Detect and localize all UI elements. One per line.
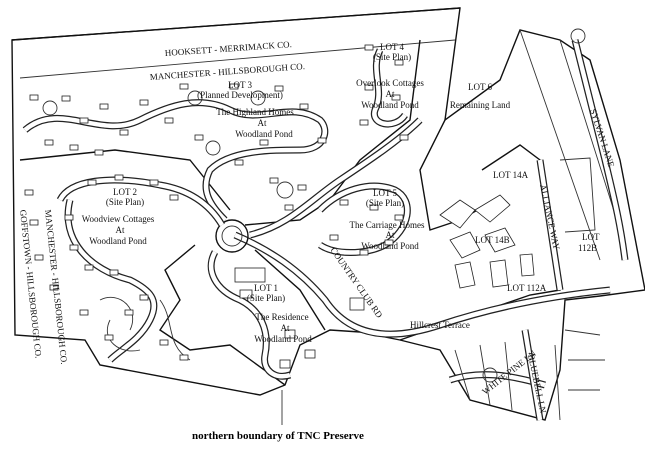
lot2-loop-road-fill bbox=[57, 177, 224, 362]
lot3-label: LOT 3 (Planned Development) The Highland… bbox=[197, 80, 294, 139]
lot4-line1: Overlook Cottages bbox=[356, 78, 424, 88]
white-pine-cul-de-sac bbox=[482, 367, 498, 383]
tnc-preserve-caption: northern boundary of TNC Preserve bbox=[192, 430, 364, 442]
lot1-sub: (Site Plan) bbox=[247, 293, 285, 303]
lot5-line3: Woodland Pond bbox=[361, 241, 419, 251]
sylvan-lane-fill bbox=[572, 39, 628, 261]
lot1-label: LOT 1 (Site Plan) The Residence At Woodl… bbox=[247, 283, 312, 344]
county-line-inner bbox=[19, 39, 456, 79]
lot14b-label: LOT 14B bbox=[475, 235, 510, 245]
hillcrest-terrace-label: Hillcrest Terrace bbox=[410, 320, 470, 330]
lot2-line3: Woodland Pond bbox=[89, 236, 147, 246]
lot6-name: LOT 6 bbox=[468, 82, 493, 92]
lot5-name: LOT 5 bbox=[373, 188, 398, 198]
alliance-way-label: ALLIANCE WAY bbox=[538, 183, 562, 251]
lot112b-label: LOT bbox=[582, 232, 600, 242]
lot3-cul-de-sac bbox=[42, 100, 58, 116]
lot-divider-lot1-east bbox=[254, 249, 326, 331]
property-boundary bbox=[11, 7, 645, 421]
sylvan-lane-edge bbox=[519, 29, 621, 261]
lot5-line1: The Carriage Homes bbox=[350, 220, 425, 230]
lot5-sub: (Site Plan) bbox=[366, 198, 404, 208]
lot1-road-fill bbox=[208, 250, 291, 379]
sylvan-cul-de-sac bbox=[570, 28, 586, 44]
subdivision-lots bbox=[454, 329, 605, 421]
lot3-line2: At bbox=[258, 118, 267, 128]
lot1-line2: At bbox=[281, 323, 290, 333]
lot1-line1: The Residence bbox=[255, 312, 308, 322]
lot1-name: LOT 1 bbox=[254, 283, 278, 293]
lot2-sub: (Site Plan) bbox=[106, 197, 144, 207]
lot112b-label-line1: 112B bbox=[578, 243, 597, 253]
county-label-hooksett: HOOKSETT - MERRIMACK CO. bbox=[164, 39, 292, 58]
lot-112-divider bbox=[559, 157, 596, 233]
house-cluster bbox=[24, 44, 409, 369]
lot5-road-fill bbox=[318, 183, 410, 255]
lot3-loop-road-fill bbox=[23, 100, 327, 222]
lot3-cul-de-sac bbox=[187, 90, 203, 106]
lot1-line3: Woodland Pond bbox=[254, 334, 312, 344]
county-line-top bbox=[11, 7, 461, 41]
lot2-line2: At bbox=[116, 225, 125, 235]
lot14b-building-complex bbox=[439, 194, 535, 289]
central-roundabout-inner bbox=[221, 225, 243, 247]
lot112a-label: LOT 112A bbox=[507, 283, 547, 293]
lot3-cul-de-sac bbox=[250, 90, 266, 106]
lot3-cul-de-sac bbox=[205, 140, 221, 156]
lot4-sub: (Site Plan) bbox=[373, 52, 411, 62]
lot6-line1: Remaining Land bbox=[450, 100, 511, 110]
lot5-label: LOT 5 (Site Plan) The Carriage Homes At … bbox=[350, 188, 425, 251]
lot3-name: LOT 3 bbox=[228, 80, 253, 90]
lot14a-label: LOT 14A bbox=[493, 170, 529, 180]
lot6-label: LOT 6 Remaining Land bbox=[450, 82, 511, 110]
lot4-road-fill bbox=[372, 48, 407, 127]
alliance-way-fill bbox=[537, 159, 563, 291]
lot4-label: LOT 4 (Site Plan) Overlook Cottages At W… bbox=[356, 42, 424, 110]
county-label-manchester-left: MANCHESTER - HILLSBOROUGH CO. bbox=[43, 209, 69, 365]
lot3-cul-de-sac bbox=[276, 181, 294, 199]
lot3-line1: The Highland Homes bbox=[216, 107, 294, 117]
lot3-sub: (Planned Development) bbox=[197, 90, 283, 100]
country-club-road-fill bbox=[234, 232, 611, 337]
lot2-name: LOT 2 bbox=[113, 187, 137, 197]
connector-road-fill bbox=[249, 118, 422, 238]
lot2-label: LOT 2 (Site Plan) Woodview Cottages At W… bbox=[82, 187, 155, 246]
lot3-line3: Woodland Pond bbox=[235, 129, 293, 139]
bluebell-ln-fill bbox=[522, 329, 543, 421]
central-roundabout bbox=[215, 219, 249, 253]
lot4-line3: Woodland Pond bbox=[361, 100, 419, 110]
lot-divider-lot3-lot2 bbox=[19, 149, 231, 211]
lot2-line1: Woodview Cottages bbox=[82, 214, 155, 224]
lot4-line2: At bbox=[386, 89, 395, 99]
lot-divider-lot1 bbox=[159, 244, 286, 386]
lot5-line2: At bbox=[386, 230, 395, 240]
lot4-name: LOT 4 bbox=[380, 42, 405, 52]
